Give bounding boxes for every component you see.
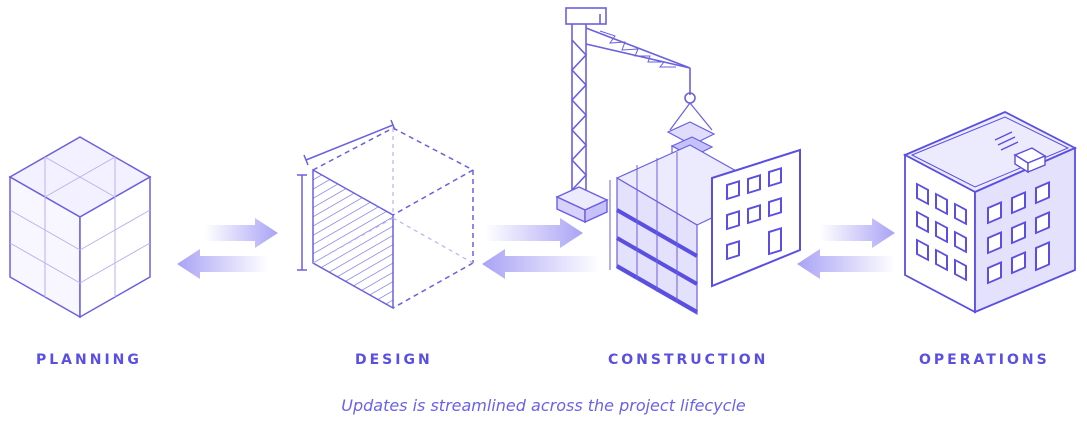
caption: Updates is streamlined across the projec… bbox=[341, 396, 746, 415]
stage-label-planning: PLANNING bbox=[36, 352, 142, 368]
double-arrow-icon bbox=[482, 218, 600, 279]
design-cube-icon bbox=[297, 119, 474, 310]
construction-building-icon bbox=[609, 144, 801, 316]
office-building-icon bbox=[902, 111, 1078, 314]
wireframe-cube-icon bbox=[8, 136, 152, 319]
double-arrow-icon bbox=[177, 218, 278, 279]
stage-label-operations: OPERATIONS bbox=[919, 352, 1050, 368]
double-arrow-icon bbox=[797, 218, 895, 279]
stage-label-construction: CONSTRUCTION bbox=[608, 352, 769, 368]
stage-label-design: DESIGN bbox=[355, 352, 433, 368]
